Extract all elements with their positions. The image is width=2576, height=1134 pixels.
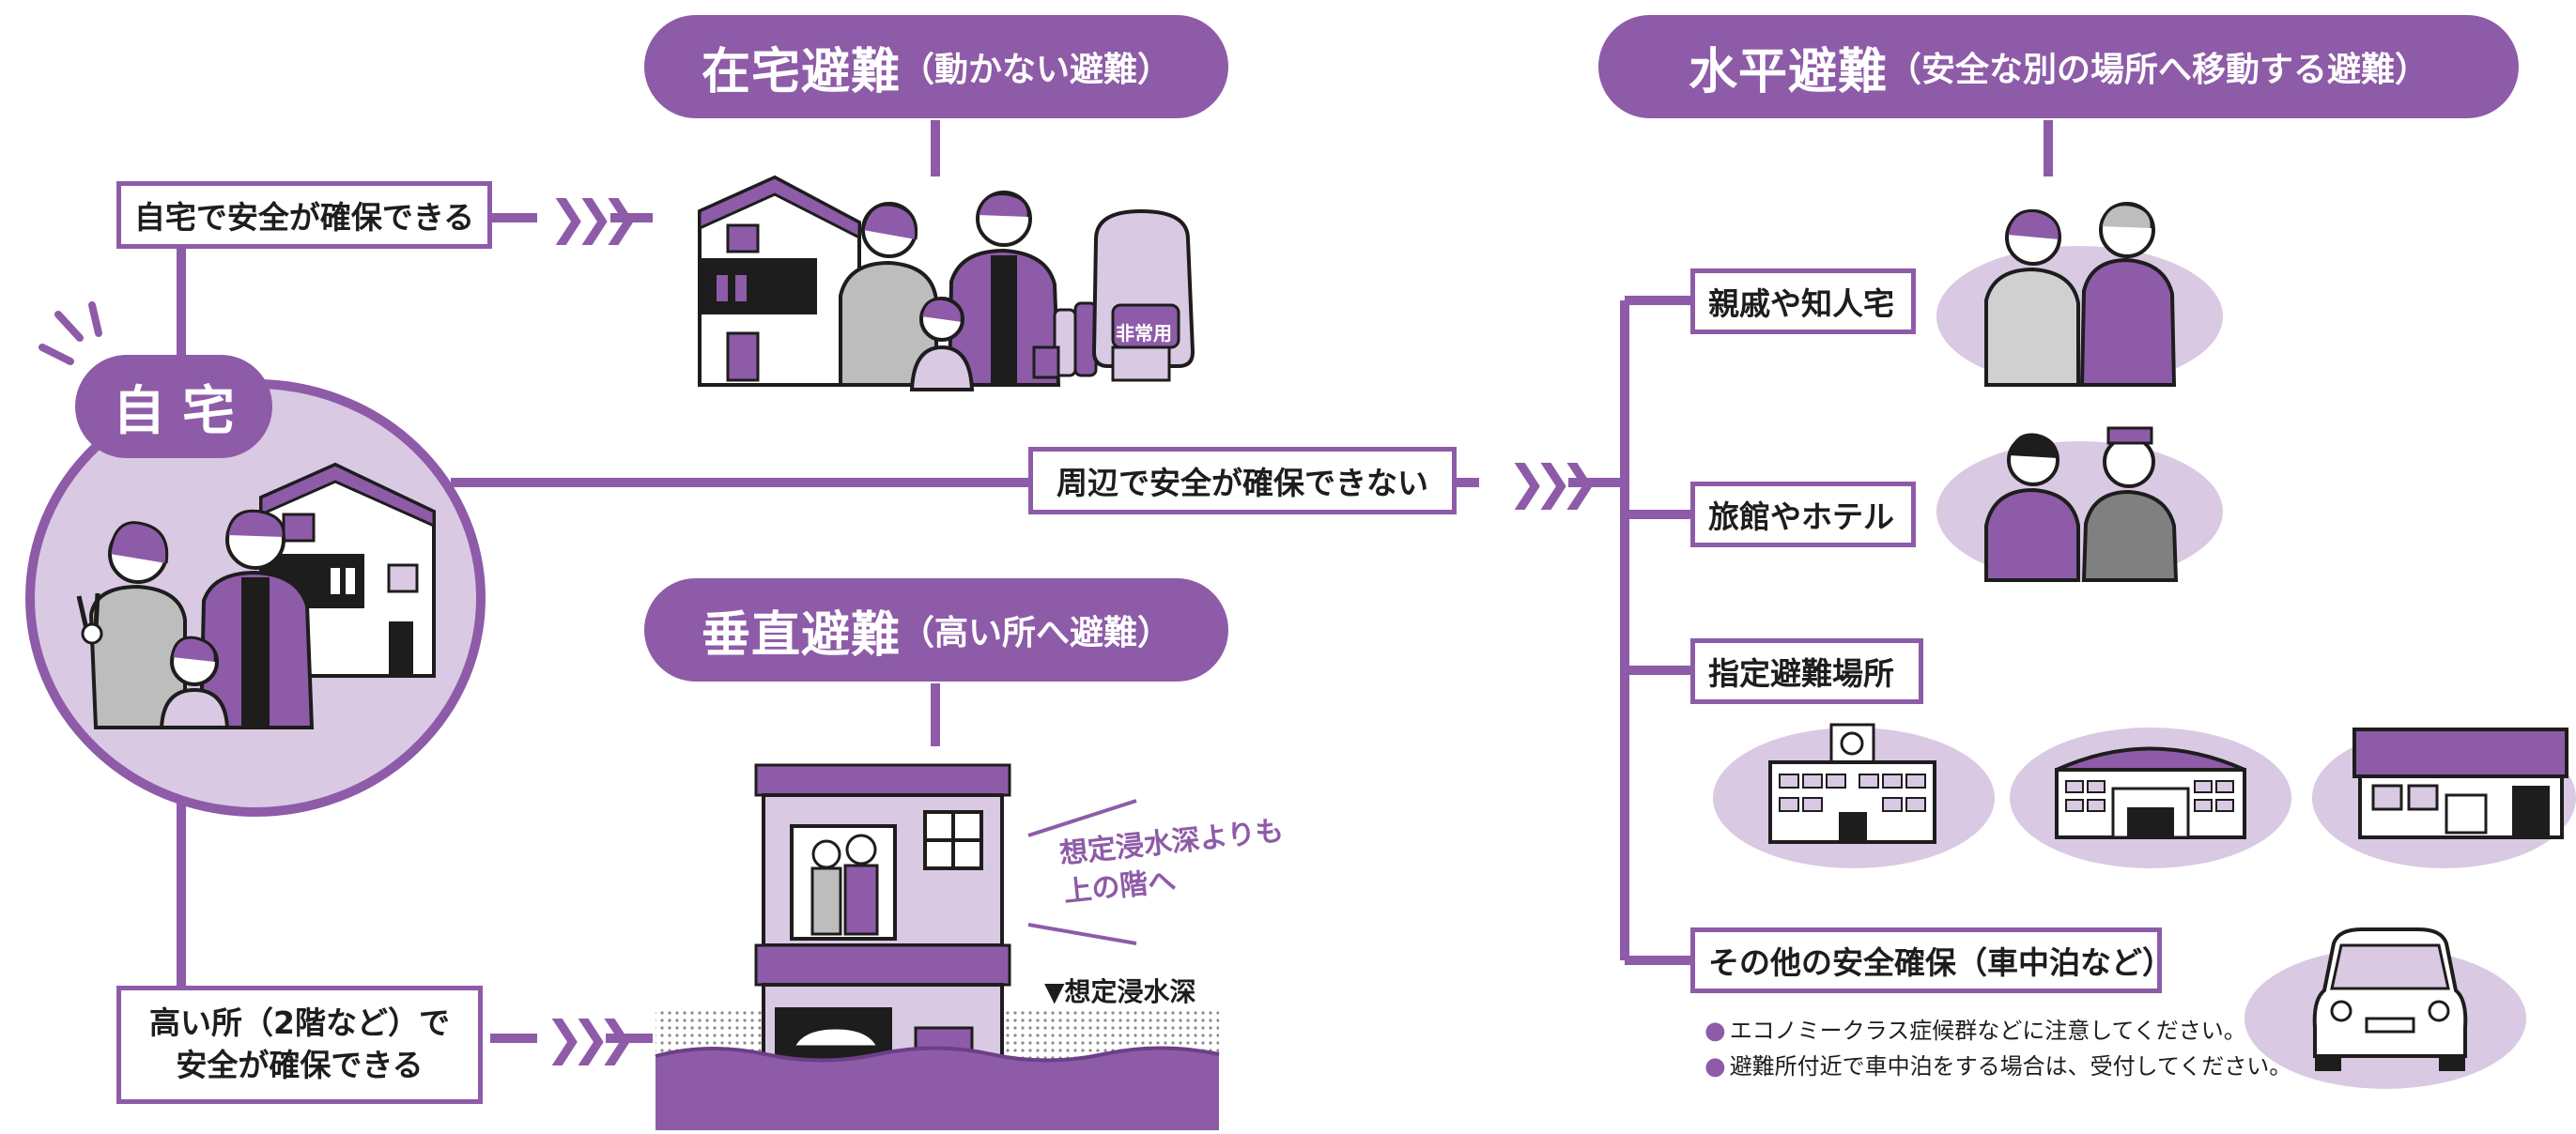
note-car-reception-text: 避難所付近で車中泊をする場合は、受付してください。 bbox=[1729, 1053, 2292, 1080]
vertical-illustration bbox=[653, 756, 1221, 1130]
vertical-condition: 高い所（2階など）で 安全が確保できる bbox=[116, 986, 483, 1104]
stay-home-subtitle: （動かない避難） bbox=[901, 51, 1172, 89]
note-car-reception: ●避難所付近で車中泊をする場合は、受付してください。 bbox=[1704, 1052, 2292, 1080]
relatives-icon bbox=[1967, 192, 2202, 390]
car-icon bbox=[2306, 925, 2475, 1075]
stay-home-title: 在宅避難 bbox=[701, 43, 901, 100]
backpack-label-text: 非常用 bbox=[1116, 322, 1172, 345]
option-relatives-label: 親戚や知人宅 bbox=[1708, 285, 1894, 322]
vertical-title-pill: 垂直避難（高い所へ避難） bbox=[644, 578, 1228, 682]
horizontal-condition-text: 周辺で安全が確保できない bbox=[1057, 465, 1428, 501]
horizontal-condition: 周辺で安全が確保できない bbox=[1028, 447, 1457, 514]
option-other: その他の安全確保（車中泊など） bbox=[1690, 927, 2173, 993]
horizontal-title: 水平避難 bbox=[1688, 43, 1888, 100]
community-hall-icon bbox=[2352, 728, 2568, 840]
option-relatives: 親戚や知人宅 bbox=[1690, 268, 1916, 334]
note-economy-class-text: エコノミークラス症候群などに注意してください。 bbox=[1729, 1018, 2246, 1044]
stay-home-title-pill: 在宅避難（動かない避難） bbox=[644, 15, 1228, 118]
home-label: 自宅 bbox=[75, 355, 272, 458]
option-shelter-label: 指定避難場所 bbox=[1708, 655, 1894, 692]
horizontal-subtitle: （安全な別の場所へ移動する避難） bbox=[1888, 51, 2429, 89]
backpack-label: 非常用 bbox=[1116, 318, 1172, 345]
home-label-text: 自宅 bbox=[113, 380, 252, 442]
vertical-condition-line1: 高い所（2階など）で bbox=[149, 1004, 450, 1042]
stay-home-illustration bbox=[690, 164, 1216, 399]
vertical-title: 垂直避難 bbox=[701, 606, 901, 664]
stay-home-condition: 自宅で安全が確保できる bbox=[116, 181, 492, 249]
vertical-subtitle: （高い所へ避難） bbox=[901, 614, 1172, 652]
gymnasium-icon bbox=[2052, 732, 2249, 840]
chevron-arrow-icon: ❯❯❯ bbox=[1507, 455, 1599, 510]
option-other-label: その他の安全確保（車中泊など） bbox=[1708, 944, 2173, 981]
chevron-arrow-icon: ❯❯❯ bbox=[545, 1011, 637, 1065]
option-hotel-label: 旅館やホテル bbox=[1708, 498, 1894, 535]
depth-label: ▼想定浸水深 bbox=[1044, 972, 1196, 1009]
school-icon bbox=[1766, 723, 1939, 845]
note-economy-class: ●エコノミークラス症候群などに注意してください。 bbox=[1704, 1017, 2246, 1045]
vertical-condition-line2: 安全が確保できる bbox=[176, 1047, 424, 1083]
option-hotel: 旅館やホテル bbox=[1690, 482, 1916, 547]
chevron-arrow-icon: ❯❯❯ bbox=[548, 191, 640, 245]
stay-home-condition-text: 自宅で安全が確保できる bbox=[133, 199, 475, 236]
home-illustration bbox=[21, 375, 490, 821]
option-shelter: 指定避難場所 bbox=[1690, 638, 1923, 704]
depth-label-text: ▼想定浸水深 bbox=[1044, 976, 1196, 1007]
hotel-staff-icon bbox=[1967, 422, 2202, 582]
horizontal-title-pill: 水平避難（安全な別の場所へ移動する避難） bbox=[1598, 15, 2519, 118]
